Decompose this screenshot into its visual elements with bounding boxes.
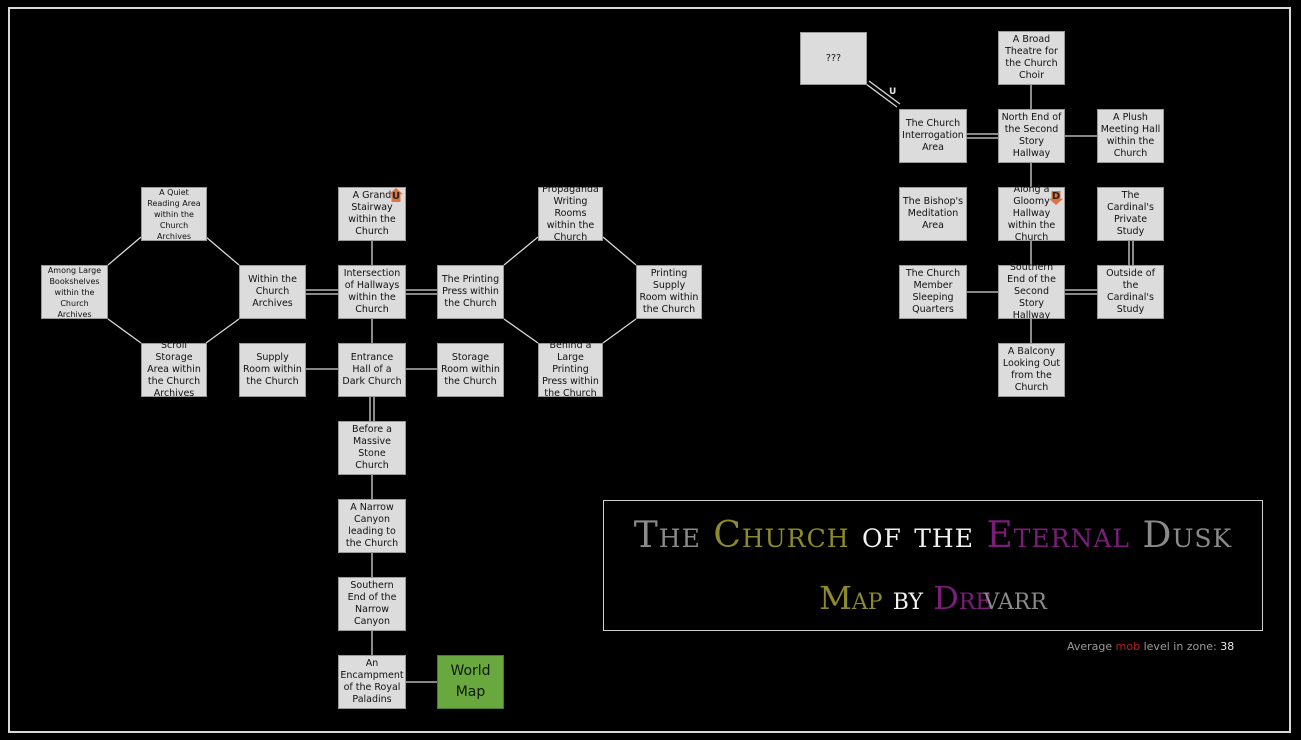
room-label: Outside of the Cardinal's Study — [1106, 268, 1155, 315]
link-behind-supply — [602, 318, 637, 344]
room-label: Before a Massive Stone Church — [352, 424, 392, 471]
room-label: Among Large Bookshelves within the Churc… — [47, 265, 102, 319]
average-level: Average mob level in zone: 38 — [1067, 640, 1234, 653]
room-gloomy-hallway[interactable]: Along a Gloomy Hallway within the Church — [998, 184, 1065, 243]
map-frame — [8, 7, 1291, 733]
room-label: The Church Member Sleeping Quarters — [905, 268, 961, 315]
link-press-behind — [503, 318, 539, 344]
up-exit-icon[interactable]: U — [389, 188, 403, 202]
credit-word: by — [892, 579, 924, 617]
room-entrance-hall[interactable]: Entrance Hall of a Dark Church — [338, 343, 406, 397]
room-label: A Quiet Reading Area within the Church A… — [147, 187, 201, 241]
credit-word: Dre — [933, 579, 992, 617]
room-interrogation[interactable]: The Church Interrogation Area — [899, 109, 967, 163]
link-bookshelves-reading — [107, 236, 142, 266]
room-behind-press[interactable]: Behind a Large Printing Press within the… — [538, 340, 603, 399]
room-scroll-storage[interactable]: Scroll Storage Area within the Church Ar… — [141, 340, 207, 399]
title-word: The — [633, 515, 701, 556]
room-within-archives[interactable]: Within the Church Archives — [239, 265, 306, 319]
room-cardinal-study[interactable]: The Cardinal's Private Study — [1097, 187, 1164, 241]
room-printing-press[interactable]: The Printing Press within the Church — [437, 265, 504, 319]
title-word: of — [861, 515, 902, 556]
world-map-label: World Map — [450, 663, 491, 700]
credit-word: Map — [819, 579, 883, 617]
zone-title: The Church of the Eternal Dusk — [604, 515, 1262, 556]
room-label: Entrance Hall of a Dark Church — [342, 352, 402, 387]
avg-prefix: Average — [1067, 640, 1116, 653]
room-supply-room[interactable]: Supply Room within the Church — [239, 343, 306, 397]
link-press-propaganda — [503, 236, 539, 266]
room-label: Behind a Large Printing Press within the… — [542, 340, 599, 399]
room-propaganda[interactable]: Propaganda Writing Rooms within the Chur… — [538, 184, 603, 243]
room-label: Supply Room within the Church — [243, 352, 302, 387]
room-plush-meeting[interactable]: A Plush Meeting Hall within the Church — [1097, 109, 1164, 163]
room-label: North End of the Second Story Hallway — [1001, 112, 1062, 159]
room-label: Printing Supply Room within the Church — [639, 268, 699, 315]
room-storage-room[interactable]: Storage Room within the Church — [437, 343, 504, 397]
world-map-button[interactable]: World Map — [437, 655, 504, 709]
room-printing-supply[interactable]: Printing Supply Room within the Church — [636, 265, 702, 319]
title-word: the — [914, 515, 974, 556]
room-north-end[interactable]: North End of the Second Story Hallway — [998, 109, 1065, 163]
title-word: Dusk — [1142, 515, 1233, 556]
link-propaganda-supply — [602, 236, 637, 266]
room-label: Within the Church Archives — [248, 274, 297, 309]
room-label: A Broad Theatre for the Church Choir — [1005, 34, 1058, 81]
room-narrow-canyon[interactable]: A Narrow Canyon leading to the Church — [338, 499, 406, 553]
room-label: The Bishop's Meditation Area — [902, 196, 964, 231]
room-outside-cardinal[interactable]: Outside of the Cardinal's Study — [1097, 265, 1164, 319]
room-label: The Cardinal's Private Study — [1107, 190, 1154, 237]
room-label: Storage Room within the Church — [441, 352, 500, 387]
avg-mob-word: mob — [1115, 640, 1141, 653]
avg-level-value: 38 — [1220, 640, 1235, 653]
room-balcony[interactable]: A Balcony Looking Out from the Church — [998, 343, 1065, 397]
link-reading-archives — [205, 236, 240, 266]
room-intersection[interactable]: Intersection of Hallways within the Chur… — [338, 265, 406, 319]
room-label: The Printing Press within the Church — [441, 274, 500, 309]
room-southern-canyon[interactable]: Southern End of the Narrow Canyon — [338, 577, 406, 631]
room-label: Intersection of Hallways within the Chur… — [343, 268, 401, 315]
link-scroll-archives — [205, 318, 240, 344]
room-unknown[interactable]: ??? — [800, 32, 867, 85]
room-label: ??? — [825, 52, 842, 64]
room-label: A Balcony Looking Out from the Church — [1002, 346, 1061, 393]
room-member-sleeping[interactable]: The Church Member Sleeping Quarters — [899, 265, 967, 319]
avg-suffix: level in zone: — [1140, 640, 1221, 653]
room-label: Southern End of the Second Story Hallway — [1007, 262, 1056, 321]
room-label: A Narrow Canyon leading to the Church — [345, 502, 399, 549]
credit-word: varr — [983, 579, 1047, 617]
room-encampment[interactable]: An Encampment of the Royal Paladins — [338, 655, 406, 709]
room-bishop-meditation[interactable]: The Bishop's Meditation Area — [899, 187, 967, 241]
room-label: A Plush Meeting Hall within the Church — [1100, 112, 1161, 159]
zone-title-box: The Church of the Eternal Dusk Map by Dr… — [603, 500, 1263, 631]
title-word: Eternal — [986, 515, 1130, 556]
map-credit: Map by Drevarr — [604, 579, 1262, 617]
room-label: Scroll Storage Area within the Church Ar… — [147, 340, 201, 399]
down-exit-icon[interactable]: D — [1049, 191, 1063, 205]
room-label: An Encampment of the Royal Paladins — [340, 658, 404, 705]
room-label: Propaganda Writing Rooms within the Chur… — [542, 184, 599, 243]
room-label: The Church Interrogation Area — [902, 118, 964, 153]
title-word: Church — [713, 515, 850, 556]
room-southern-end[interactable]: Southern End of the Second Story Hallway — [998, 262, 1065, 321]
room-before-massive[interactable]: Before a Massive Stone Church — [338, 421, 406, 475]
room-broad-theatre[interactable]: A Broad Theatre for the Church Choir — [998, 31, 1065, 85]
room-large-bookshelves[interactable]: Among Large Bookshelves within the Churc… — [41, 265, 108, 319]
room-label: A Grand Stairway within the Church — [348, 190, 396, 237]
room-label: Southern End of the Narrow Canyon — [347, 580, 397, 627]
link-unknown-interrogation — [868, 80, 901, 105]
up-exit-label: U — [889, 87, 897, 97]
room-quiet-reading[interactable]: A Quiet Reading Area within the Church A… — [141, 187, 207, 241]
link-bookshelves-scroll — [107, 318, 142, 344]
room-label: Along a Gloomy Hallway within the Church — [1007, 184, 1056, 243]
